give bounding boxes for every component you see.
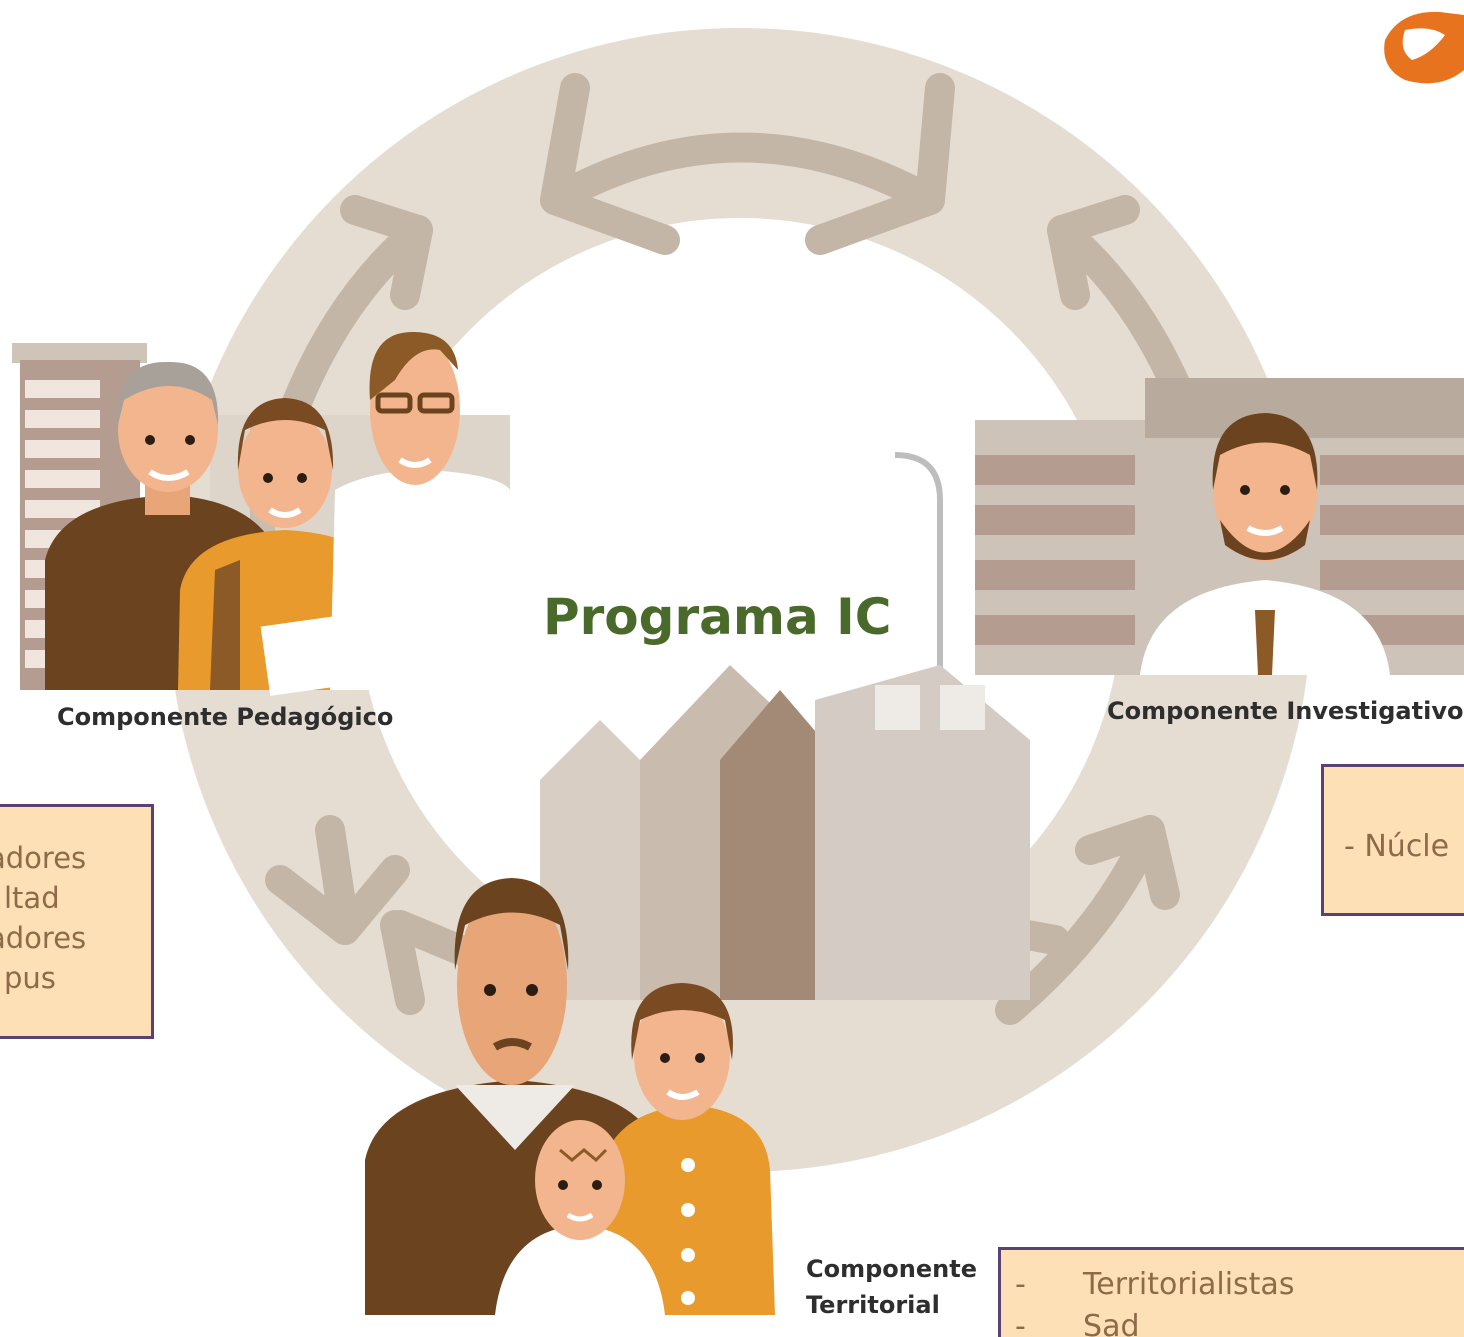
brand-logo-icon (1384, 11, 1464, 84)
note-bottom-line-1: - Territorialistas (1015, 1267, 1295, 1302)
lower-left-arrow-icon (265, 815, 410, 945)
label-componente-pedagogico: Componente Pedagógico (57, 703, 394, 731)
note-left-line-1: adores (0, 841, 87, 875)
note-left-line-2: ltad (4, 881, 60, 915)
note-box-right: - Núcle (1321, 764, 1464, 916)
label-componente-territorial-line1: Componente (806, 1255, 977, 1283)
label-componente-territorial-line2: Territorial (806, 1291, 940, 1319)
upper-left-arrow-icon (275, 195, 433, 435)
investigativo-illustration (975, 378, 1464, 675)
note-right-line-1: - Núcle (1344, 829, 1450, 864)
note-left-line-4: pus (4, 961, 56, 995)
diagram-title: Programa IC (543, 588, 892, 646)
bottom-left-arrow-icon (380, 910, 475, 1015)
pedagogico-illustration (12, 331, 510, 696)
territorial-illustration (365, 665, 1030, 1315)
note-left-line-3: adores (0, 921, 87, 955)
note-bottom-line-2: - Sad (1015, 1309, 1140, 1337)
label-componente-investigativo: Componente Investigativo (1107, 697, 1464, 725)
note-box-left: adores ltad adores pus (0, 804, 154, 1039)
note-box-bottom: - Territorialistas - Sad (998, 1247, 1464, 1337)
top-double-arrow-icon (540, 73, 955, 255)
